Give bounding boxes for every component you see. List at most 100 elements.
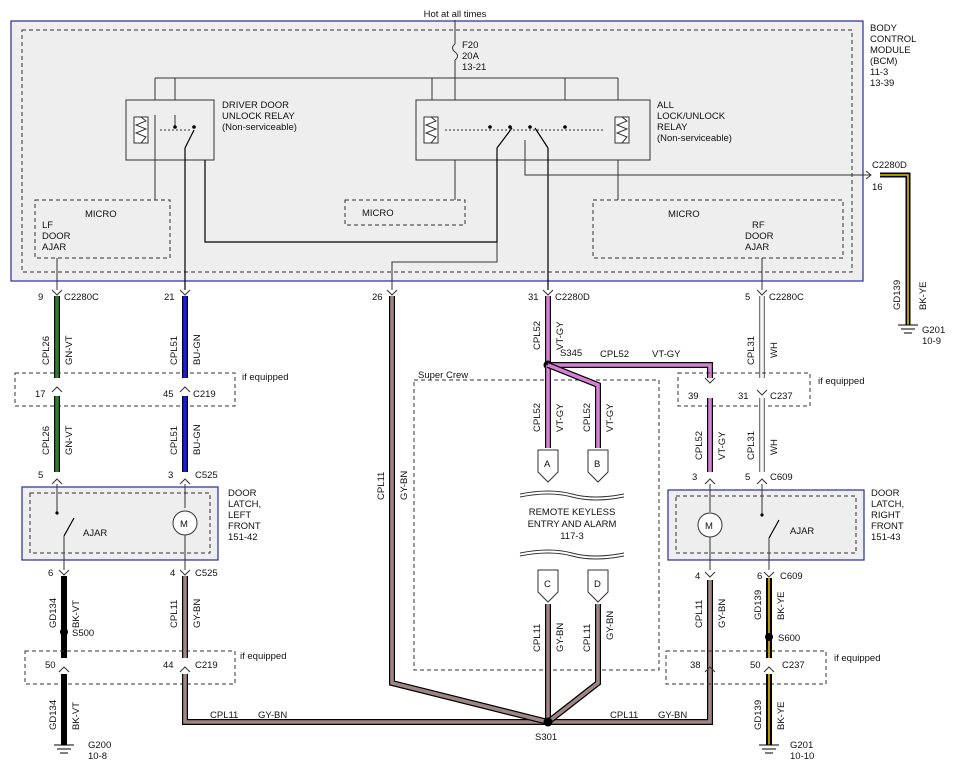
gd139-top-color: BK-YE bbox=[776, 591, 787, 620]
driver-relay-l2: UNLOCK RELAY bbox=[222, 111, 295, 122]
rke-label-l2: ENTRY AND ALARM bbox=[528, 519, 617, 530]
bus-right-color: GY-BN bbox=[658, 710, 687, 721]
driver-relay-l3: (Non-serviceable) bbox=[222, 122, 297, 133]
cpl52-b-color: VT-GY bbox=[605, 403, 616, 432]
rke-label-ref: 117-3 bbox=[560, 531, 584, 542]
left-latch-l3: LEFT bbox=[228, 510, 251, 521]
pin-17: 17 bbox=[35, 389, 46, 400]
conn-c219-bottom: C219 bbox=[195, 660, 218, 671]
pin-38: 38 bbox=[690, 660, 701, 671]
left-latch-l4: FRONT bbox=[228, 521, 261, 532]
bcm-label-l6: 13-39 bbox=[870, 78, 894, 89]
left-latch-l5: 151-42 bbox=[228, 532, 258, 543]
cpl52-b-circuit: CPL52 bbox=[582, 403, 593, 432]
cpl11-center-color: GY-BN bbox=[399, 471, 410, 500]
cpl52-right-color: VT-GY bbox=[717, 431, 728, 460]
fuse-id: F20 bbox=[462, 40, 478, 51]
fuse-ref: 13-21 bbox=[462, 62, 486, 73]
pin-4-left: 4 bbox=[170, 568, 175, 579]
driver-relay-l1: DRIVER DOOR bbox=[222, 100, 289, 111]
all-relay-l1: ALL bbox=[657, 100, 674, 111]
rke-pin-b-icon bbox=[587, 449, 609, 483]
gd139-bottom-color: BK-YE bbox=[776, 701, 787, 730]
bcm-label-l4: (BCM) bbox=[870, 56, 897, 67]
relay-coil-icon-left bbox=[424, 116, 438, 144]
pin-39: 39 bbox=[688, 391, 699, 402]
right-connector-name: C2280D bbox=[872, 160, 907, 171]
pin-9: 9 bbox=[38, 292, 43, 303]
conn-c2280c-right: C2280C bbox=[769, 292, 804, 303]
all-relay-l3: RELAY bbox=[657, 122, 688, 133]
fuse-rating: 20A bbox=[462, 51, 480, 62]
pin-31-right: 31 bbox=[738, 391, 749, 402]
c237-top-box bbox=[677, 372, 811, 407]
right-ajar-label: AJAR bbox=[790, 526, 814, 537]
bcm-label-l5: 11-3 bbox=[870, 67, 888, 78]
door-latch-right-box bbox=[667, 489, 865, 561]
micro-center-box bbox=[344, 199, 466, 226]
conn-c219-top: C219 bbox=[193, 389, 216, 400]
bus-right-circuit: CPL11 bbox=[610, 710, 638, 721]
pin-5-top: 5 bbox=[745, 292, 750, 303]
hot-at-all-times-label: Hot at all times bbox=[424, 9, 487, 20]
ground-g201-ref: 10-10 bbox=[790, 751, 814, 762]
right-latch-l3: RIGHT bbox=[871, 510, 901, 521]
pin-31: 31 bbox=[528, 292, 539, 303]
cpl31-top-color: WH bbox=[769, 342, 780, 358]
right-latch-l4: FRONT bbox=[871, 521, 904, 532]
bcm-label-l2: CONTROL bbox=[870, 34, 916, 45]
c237-bottom-box bbox=[665, 650, 827, 685]
pin-44: 44 bbox=[163, 660, 174, 671]
left-latch-l2: LATCH, bbox=[228, 499, 261, 510]
micro-right-l1: RF bbox=[752, 220, 765, 231]
pin-5-left: 5 bbox=[38, 470, 43, 481]
right-latch-l5: 151-43 bbox=[871, 532, 901, 543]
cpl51-top-circuit: CPL51 bbox=[169, 336, 180, 365]
micro-center-title: MICRO bbox=[362, 208, 394, 219]
pin-6-left: 6 bbox=[48, 568, 53, 579]
if-equipped-c: if equipped bbox=[240, 651, 286, 662]
pin-26: 26 bbox=[372, 292, 383, 303]
right-latch-l2: LATCH, bbox=[871, 499, 904, 510]
right-motor-label: M bbox=[705, 521, 713, 532]
bcm-inner-dashed bbox=[21, 29, 853, 273]
conn-c609-top: C609 bbox=[770, 472, 793, 483]
micro-left-l2: DOOR bbox=[42, 231, 71, 242]
cpl11-right-circuit: CPL11 bbox=[694, 600, 705, 628]
rke-pin-c-icon bbox=[537, 569, 559, 603]
relay-coil-icon bbox=[134, 116, 148, 144]
ground-g200-ref: 10-8 bbox=[88, 751, 107, 762]
right-ground-id: G201 bbox=[922, 325, 945, 336]
micro-right-l2: DOOR bbox=[745, 231, 774, 242]
micro-right-title: MICRO bbox=[668, 209, 700, 220]
cpl31-mid-color: WH bbox=[769, 439, 780, 455]
all-relay-l4: (Non-serviceable) bbox=[657, 133, 732, 144]
cpl11-center-circuit: CPL11 bbox=[376, 472, 387, 500]
gd134-bottom-color: BK-VT bbox=[71, 702, 82, 730]
all-relay-l2: LOCK/UNLOCK bbox=[657, 111, 726, 122]
splice-s600 bbox=[765, 633, 773, 641]
cpl11-c-color: GY-BN bbox=[555, 623, 566, 652]
cpl11-c-circuit: CPL11 bbox=[532, 624, 543, 652]
relay-coil-icon-right bbox=[615, 116, 629, 144]
gd134-top-color: BK-VT bbox=[71, 600, 82, 628]
conn-c525-bottom: C525 bbox=[195, 568, 218, 579]
pin-6-right: 6 bbox=[757, 571, 762, 582]
micro-right-l3: AJAR bbox=[745, 242, 769, 253]
cpl26-mid-circuit: CPL26 bbox=[41, 426, 52, 455]
cpl51-top-color: BU-GN bbox=[192, 334, 203, 365]
gd139-top-circuit: GD139 bbox=[753, 590, 764, 620]
conn-c609-bottom: C609 bbox=[780, 571, 803, 582]
splice-s500 bbox=[60, 628, 68, 636]
ground-g200: G200 bbox=[88, 740, 111, 751]
pin-50-left: 50 bbox=[45, 660, 56, 671]
pin-50-right: 50 bbox=[750, 660, 761, 671]
pin-3-left: 3 bbox=[168, 470, 173, 481]
rke-pin-d-icon bbox=[587, 569, 609, 603]
bus-left-color: GY-BN bbox=[258, 710, 287, 721]
c219-bottom-box bbox=[24, 650, 236, 685]
cpl31-mid-circuit: CPL31 bbox=[746, 431, 757, 460]
rke-pin-d: D bbox=[594, 579, 601, 590]
cpl26-top-circuit: CPL26 bbox=[41, 336, 52, 365]
